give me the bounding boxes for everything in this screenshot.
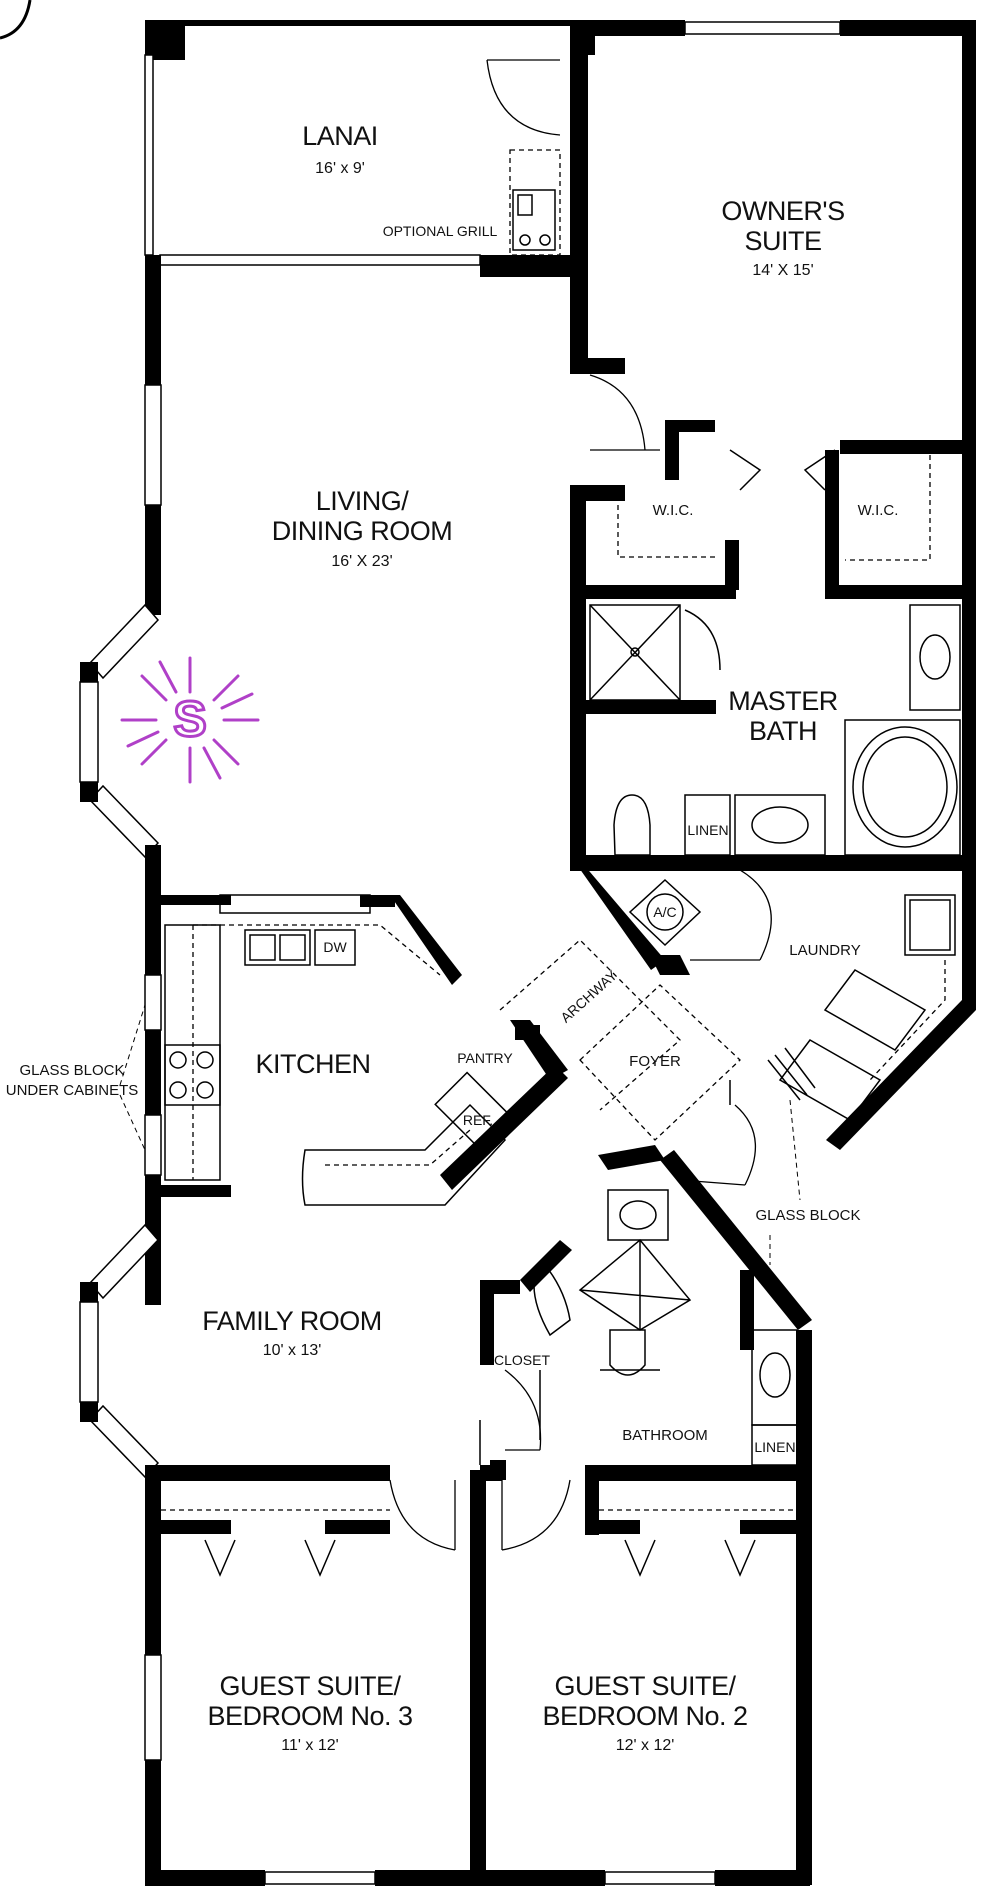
bedroom2-name-line1: GUEST SUITE/ (554, 1671, 736, 1701)
living-name-line2: DINING ROOM (272, 516, 453, 546)
wic-right-label: W.I.C. (858, 502, 899, 519)
owners-suite-dims: 14' X 15' (752, 262, 813, 279)
living-name-line1: LIVING/ (316, 486, 410, 516)
ref-label: REF. (463, 1112, 493, 1128)
linen-master-label: LINEN (687, 822, 728, 838)
glass-block-label: GLASS BLOCK (755, 1207, 860, 1224)
linen-bath-label: LINEN (754, 1439, 795, 1455)
glass-block-under-line1: GLASS BLOCK (19, 1062, 124, 1079)
lanai-name: LANAI (302, 121, 378, 151)
pantry-label: PANTRY (457, 1050, 513, 1066)
bedroom2-dims: 12' x 12' (616, 1737, 675, 1754)
bedroom3-name-line1: GUEST SUITE/ (219, 1671, 401, 1701)
dw-label: DW (323, 939, 347, 955)
closet-label: CLOSET (494, 1352, 550, 1368)
optional-grill-label: OPTIONAL GRILL (383, 223, 498, 239)
bedroom3-dims: 11' x 12' (281, 1737, 338, 1754)
living-dims: 16' X 23' (331, 553, 392, 570)
bathroom-name: BATHROOM (622, 1427, 708, 1444)
sunburst-logo: S (120, 656, 260, 784)
corner-arc (0, 0, 32, 40)
bedroom3-name-line2: BEDROOM No. 3 (207, 1701, 412, 1731)
kitchen-name: KITCHEN (255, 1049, 370, 1079)
laundry-name: LAUNDRY (789, 942, 860, 959)
foyer-name: FOYER (629, 1053, 681, 1070)
owners-suite-name-line2: SUITE (744, 226, 821, 256)
walls (79, 20, 976, 1886)
master-bath-name-line1: MASTER (728, 686, 838, 716)
bedroom2-name-line2: BEDROOM No. 2 (542, 1701, 747, 1731)
logo-letter: S (173, 691, 206, 747)
fixtures (161, 59, 961, 1577)
lanai-dims: 16' x 9' (315, 160, 365, 177)
ac-label: A/C (653, 904, 676, 920)
glass-block-leader (119, 1004, 146, 1151)
glass-block-under-line2: UNDER CABINETS (6, 1082, 139, 1099)
family-room-dims: 10' x 13' (263, 1342, 322, 1359)
family-room-name: FAMILY ROOM (202, 1306, 382, 1336)
master-bath-name-line2: BATH (749, 716, 817, 746)
owners-suite-name-line1: OWNER'S (721, 196, 844, 226)
archway-label: ARCHWAY (557, 966, 620, 1025)
wic-left-label: W.I.C. (653, 502, 694, 519)
